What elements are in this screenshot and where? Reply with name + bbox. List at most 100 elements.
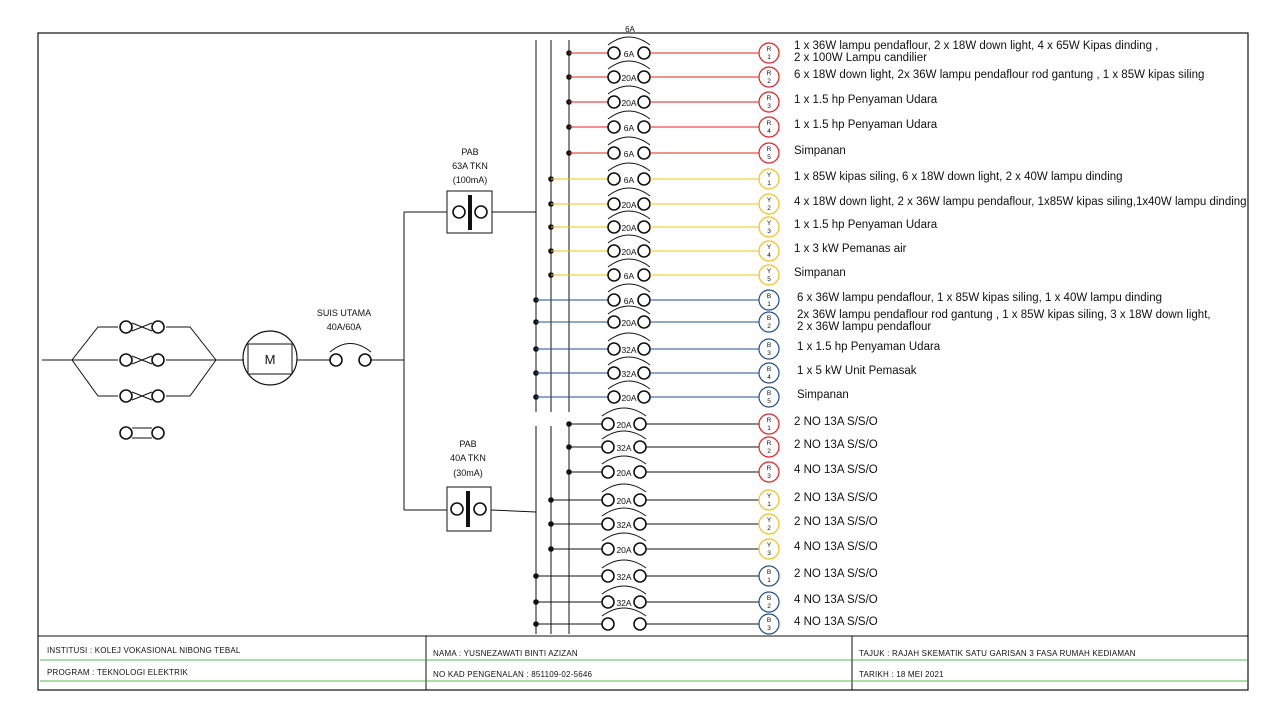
phase-letter: Y xyxy=(767,493,772,500)
phase-letter: B xyxy=(767,595,771,602)
breaker-rating: 32A xyxy=(616,572,631,582)
phase-letter: B xyxy=(767,390,771,397)
breaker-arc xyxy=(607,356,651,366)
breaker-rating: 20A xyxy=(621,200,636,210)
tb-tajuk: TAJUK : RAJAH SKEMATIK SATU GARISAN 3 FA… xyxy=(859,649,1136,658)
phase-marker xyxy=(758,264,780,286)
breaker-rating: 20A xyxy=(621,98,636,108)
phase-number: 4 xyxy=(767,252,771,259)
breaker-arc xyxy=(607,36,651,46)
breaker-contact xyxy=(637,146,651,160)
tb-institusi: INSTITUSI : KOLEJ VOKASIONAL NIBONG TEBA… xyxy=(47,646,241,655)
breaker-contact xyxy=(607,197,621,211)
phase-number: 3 xyxy=(767,350,771,357)
phase-marker xyxy=(758,565,780,587)
phase-number: 5 xyxy=(767,398,771,405)
breaker-rating: 32A xyxy=(621,345,636,355)
phase-marker xyxy=(758,386,780,408)
breaker-arc xyxy=(607,283,651,293)
phase-marker xyxy=(758,168,780,190)
breaker-arc xyxy=(607,85,651,95)
phase-letter: B xyxy=(767,315,771,322)
phase-number: 3 xyxy=(767,550,771,557)
phase-letter: B xyxy=(767,342,771,349)
drawing-frame xyxy=(37,32,1249,691)
circuit-description: 2 NO 13A S/S/O xyxy=(794,568,878,580)
breaker-arc xyxy=(601,607,647,617)
tb-no-kad: NO KAD PENGENALAN : 851109-02-5646 xyxy=(433,670,593,679)
rcd-lighting-rating: 63A TKN xyxy=(452,161,488,171)
circuit-description: 6 x 18W down light, 2x 36W lampu pendafl… xyxy=(794,69,1204,81)
incoming-fuses xyxy=(42,320,244,440)
phase-marker xyxy=(758,289,780,311)
phase-letter: Y xyxy=(767,542,772,549)
breaker-contact xyxy=(637,390,651,404)
rcd-lighting-title: PAB xyxy=(461,147,478,157)
breaker-arc xyxy=(601,507,647,517)
phase-letter: R xyxy=(767,440,772,447)
phase-marker xyxy=(758,461,780,483)
phase-letter: B xyxy=(767,293,771,300)
breaker-arc xyxy=(601,407,647,417)
breaker-rating: 6A xyxy=(624,149,635,159)
phase-number: 3 xyxy=(767,625,771,632)
phase-number: 2 xyxy=(767,603,771,610)
phase-number: 2 xyxy=(767,525,771,532)
breaker-rating: 6A xyxy=(624,175,635,185)
energy-meter: M xyxy=(242,330,330,386)
phase-letter: R xyxy=(767,146,772,153)
phase-marker xyxy=(758,142,780,164)
breaker-contact xyxy=(637,268,651,282)
circuit-description: 1 x 1.5 hp Penyaman Udara xyxy=(794,119,938,131)
breaker-contact xyxy=(637,342,651,356)
breaker-rating: 20A xyxy=(621,393,636,403)
circuit-description: 1 x 1.5 hp Penyaman Udara xyxy=(794,94,938,106)
phase-number: 2 xyxy=(767,205,771,212)
breaker-rating: 20A xyxy=(616,420,631,430)
breaker-arc xyxy=(607,258,651,268)
phase-number: 3 xyxy=(767,228,771,235)
breaker-arc xyxy=(601,483,647,493)
phase-marker xyxy=(758,513,780,535)
phase-marker xyxy=(758,613,780,635)
phase-number: 4 xyxy=(767,374,771,381)
circuit-description: 1 x 1.5 hp Penyaman Udara xyxy=(794,219,938,231)
circuit-description: 2 NO 13A S/S/O xyxy=(794,492,878,504)
breaker-contact xyxy=(633,440,647,454)
breaker-arc xyxy=(607,162,651,172)
phase-letter: B xyxy=(767,569,771,576)
busbars xyxy=(535,40,570,634)
breaker-contact xyxy=(601,417,615,431)
phase-marker xyxy=(758,413,780,435)
breaker-arc xyxy=(607,110,651,120)
breaker-contact xyxy=(601,542,615,556)
breaker-contact xyxy=(607,46,621,60)
breaker-rating: 6A xyxy=(624,296,635,306)
breaker-contact xyxy=(601,595,615,609)
breaker-contact xyxy=(607,146,621,160)
rcd-lighting-sensitivity: (100mA) xyxy=(453,175,488,185)
breaker-rating: 20A xyxy=(616,496,631,506)
phase-number: 2 xyxy=(767,448,771,455)
breaker-arc xyxy=(607,305,651,315)
phase-marker xyxy=(758,362,780,384)
breaker-contact xyxy=(607,172,621,186)
circuit-description: 2 NO 13A S/S/O xyxy=(794,516,878,528)
breaker-rating: 32A xyxy=(616,443,631,453)
phase-marker xyxy=(758,193,780,215)
breaker-contact xyxy=(607,366,621,380)
phase-letter: Y xyxy=(767,220,772,227)
breaker-rating: 20A xyxy=(621,318,636,328)
phase-letter: B xyxy=(767,617,771,624)
rcd-lighting: PAB 63A TKN (100mA) xyxy=(446,147,493,234)
phase-letter: B xyxy=(767,366,771,373)
breaker-contact xyxy=(637,220,651,234)
phase-letter: R xyxy=(767,95,772,102)
phase-letter: R xyxy=(767,70,772,77)
breaker-contact xyxy=(633,569,647,583)
phase-marker xyxy=(758,591,780,613)
circuit-description: 4 NO 13A S/S/O xyxy=(794,616,878,628)
breaker-arc xyxy=(607,332,651,342)
phase-number: 3 xyxy=(767,103,771,110)
breaker-contact xyxy=(637,95,651,109)
